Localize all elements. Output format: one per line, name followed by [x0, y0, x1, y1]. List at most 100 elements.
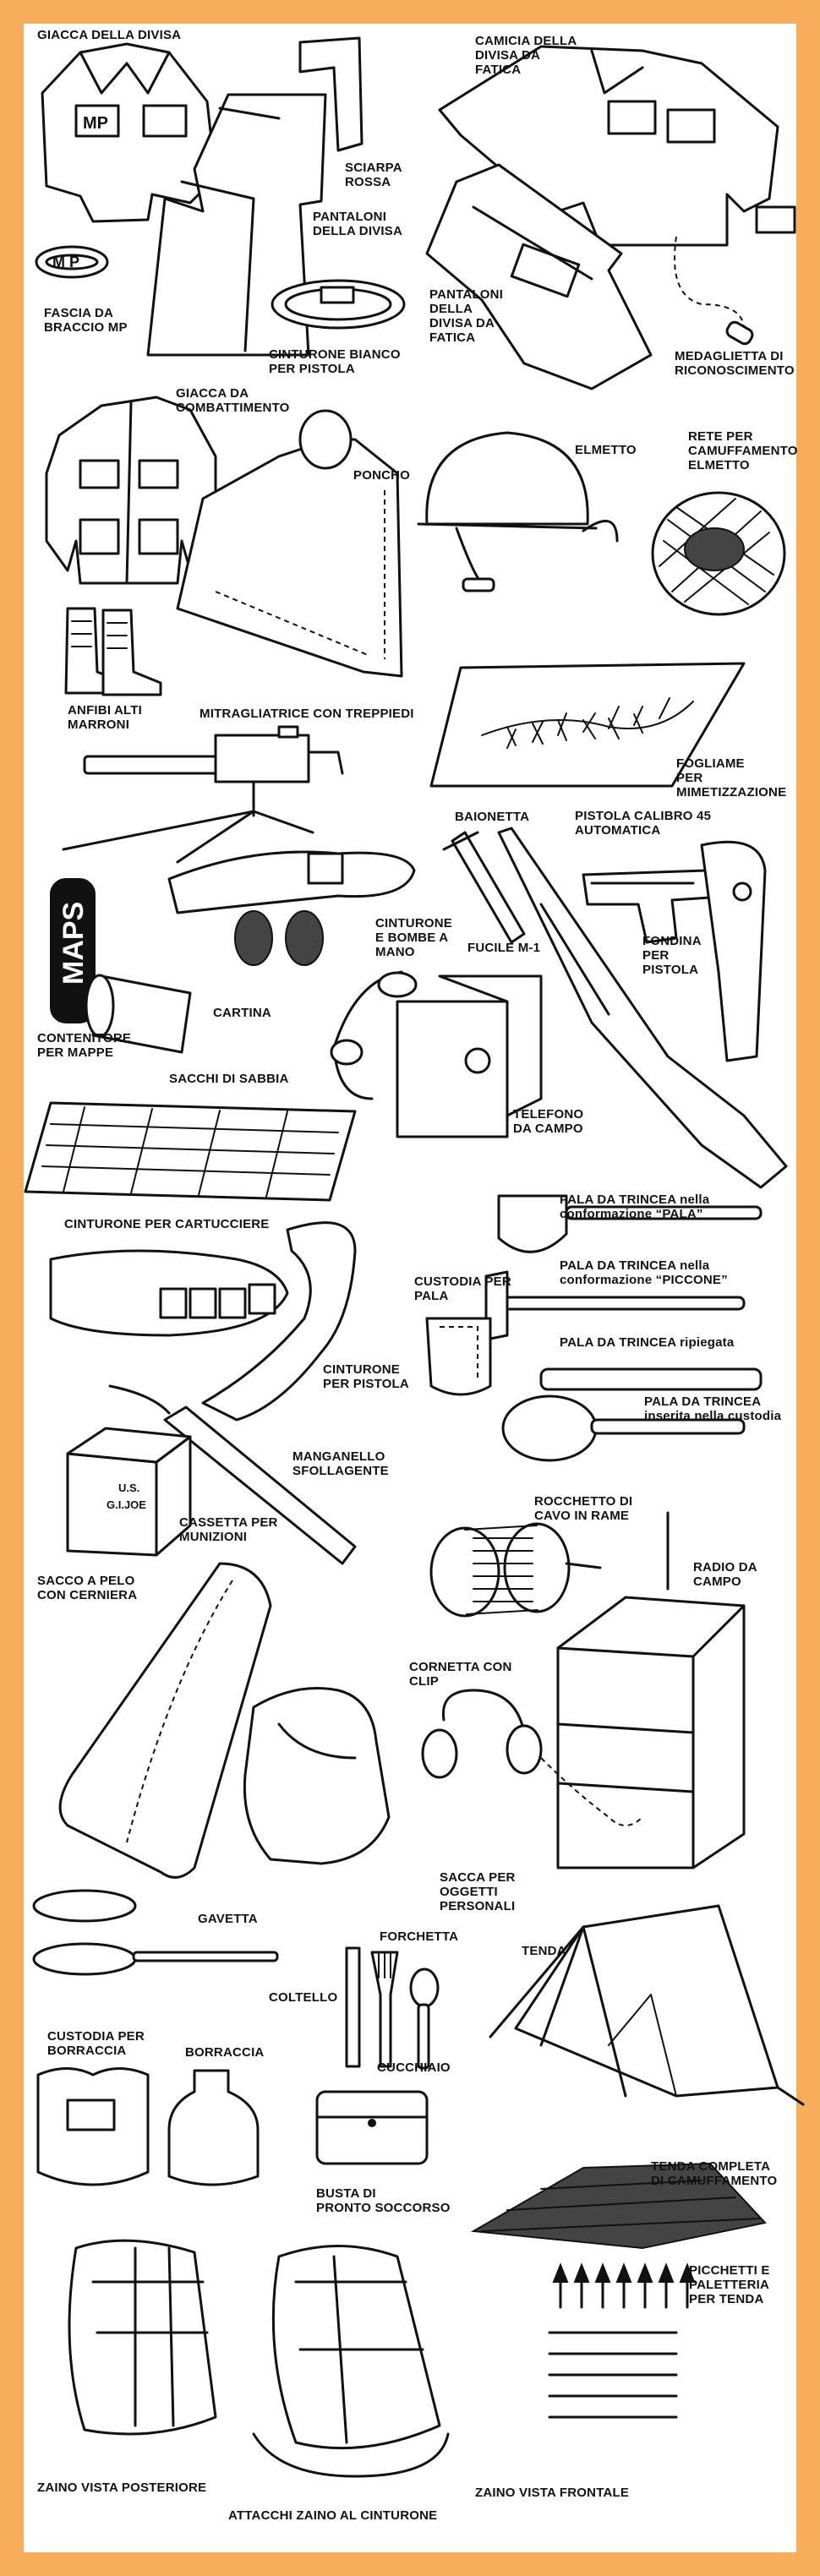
label-custodia-pala: CUSTODIA PER PALA: [414, 1274, 511, 1303]
dog-tag-drawing: [674, 236, 754, 346]
mess-kit-drawing: [32, 1889, 279, 1976]
label-cinturone-pistola: CINTURONE PER PISTOLA: [323, 1362, 409, 1391]
label-forchetta: FORCHETTA: [380, 1929, 459, 1944]
label-rocchetto: ROCCHETTO DI CAVO IN RAME: [534, 1494, 633, 1523]
label-fucile: FUCILE M-1: [467, 941, 541, 955]
shovel-folded-drawing: [539, 1367, 763, 1391]
svg-text:M P: M P: [52, 254, 79, 270]
label-pantaloni-divisa: PANTALONI DELLA DIVISA: [313, 210, 403, 238]
label-mitragliatrice: MITRAGLIATRICE CON TREPPIEDI: [200, 707, 414, 721]
label-baionetta: BAIONETTA: [455, 810, 530, 824]
label-pala-ripiegata: PALA DA TRINCEA ripiegata: [560, 1335, 735, 1350]
tent-drawing: [489, 1904, 805, 2106]
label-attacchi: ATTACCHI ZAINO AL CINTURONE: [228, 2508, 438, 2523]
field-phone-drawing: [330, 970, 543, 1138]
label-elmetto: ELMETTO: [575, 443, 637, 457]
label-pantaloni-fatica: PANTALONI DELLA DIVISA DA FATICA: [429, 287, 504, 345]
backpack-front-drawing: [252, 2245, 450, 2478]
personal-bag-drawing: [243, 1687, 391, 1865]
rolled-map-drawing: [85, 974, 192, 1054]
label-contenitore: CONTENITORE PER MAPPE: [37, 1031, 132, 1060]
label-sacco-pelo: SACCO A PELO CON CERNIERA: [37, 1574, 138, 1602]
label-cucchiaio: CUCCHIAIO: [377, 2060, 451, 2075]
label-sacca: SACCA PER OGGETTI PERSONALI: [440, 1870, 516, 1913]
cartridge-belt-drawing: [49, 1249, 289, 1337]
label-custodia-borraccia: CUSTODIA PER BORRACCIA: [47, 2029, 145, 2058]
fatigue-trousers-drawing: [425, 163, 653, 390]
pistol-belt-drawing: [201, 1221, 357, 1422]
sleeping-bag-drawing: [58, 1562, 272, 1879]
pistol-drawing: [582, 869, 712, 944]
label-zaino-posteriore: ZAINO VISTA POSTERIORE: [37, 2480, 207, 2495]
label-zaino-frontale: ZAINO VISTA FRONTALE: [475, 2486, 630, 2500]
shovel-in-case-drawing: [501, 1394, 746, 1462]
camouflaged-tent-drawing: [470, 2162, 767, 2250]
spoon-drawing: [409, 1967, 440, 2070]
shovel-pick-drawing: [484, 1270, 746, 1341]
svg-text:MAPS: MAPS: [57, 902, 90, 985]
shovel-spade-drawing: [497, 1194, 763, 1253]
label-radio: RADIO DA CAMPO: [693, 1560, 757, 1589]
shovel-cover-drawing: [425, 1317, 492, 1396]
label-fogliame: FOGLIAME PER MIMETIZZAZIONE: [676, 756, 787, 800]
boots-drawing: [64, 607, 162, 696]
label-cinturone-bianco: CINTURONE BIANCO PER PISTOLA: [269, 347, 401, 376]
fatigue-shirt-drawing: [438, 45, 796, 247]
label-fondina: FONDINA PER PISTOLA: [642, 934, 702, 977]
label-borraccia: BORRACCIA: [185, 2045, 265, 2060]
tent-stakes-drawing: [548, 2262, 696, 2419]
label-cornetta: CORNETTA CON CLIP: [409, 1660, 512, 1689]
label-tenda-camuffamento: TENDA COMPLETA DI CAMUFFAMENTO: [651, 2159, 778, 2188]
svg-text:U.S.: U.S.: [118, 1482, 139, 1494]
label-fascia-mp: FASCIA DA BRACCIO MP: [44, 306, 128, 335]
canteen-cover-drawing: [36, 2067, 150, 2186]
canteen-drawing: [167, 2069, 260, 2186]
label-poncho: PONCHO: [353, 468, 411, 483]
first-aid-pouch-drawing: [315, 2090, 429, 2165]
fork-drawing: [370, 1951, 399, 2068]
rifle-drawing: [497, 827, 788, 1189]
foliage-drawing: [429, 662, 746, 788]
label-pistola: PISTOLA CALIBRO 45 AUTOMATICA: [575, 809, 712, 838]
mp-armband-drawing: M P: [35, 245, 109, 279]
field-radio-drawing: [556, 1511, 746, 1869]
label-tenda: TENDA: [522, 1944, 566, 1958]
white-belt-drawing: [271, 279, 406, 330]
label-rete: RETE PER CAMUFFAMENTO ELMETTO: [688, 429, 798, 472]
label-cartina: CARTINA: [213, 1006, 271, 1020]
label-manganello: MANGANELLO SFOLLAGENTE: [292, 1449, 389, 1478]
label-anfibi: ANFIBI ALTI MARRONI: [68, 703, 143, 732]
label-gavetta: GAVETTA: [198, 1912, 258, 1926]
truncheon-drawing: [108, 1384, 357, 1565]
label-pala-custodia: PALA DA TRINCEA inserita nella custodia: [644, 1394, 782, 1423]
label-giacca-combattimento: GIACCA DA COMBATTIMENTO: [176, 386, 290, 415]
uniform-jacket-drawing: MP: [41, 42, 217, 223]
label-pala-pala: PALA DA TRINCEA nella conformazione “PAL…: [560, 1192, 710, 1221]
label-medaglietta: MEDAGLIETTA DI RICONOSCIMENTO: [675, 349, 795, 378]
sandbags-drawing: [24, 1101, 357, 1202]
handset-drawing: [421, 1689, 643, 1826]
cable-reel-drawing: [429, 1522, 602, 1618]
label-cassetta: CASSETTA PER MUNIZIONI: [179, 1515, 278, 1544]
dress-trousers-drawing: [146, 93, 327, 357]
label-picchetti: PICCHETTI E PALETTERIA PER TENDA: [689, 2263, 770, 2306]
bayonet-drawing: [442, 831, 526, 944]
label-cinturone-cartucciere: CINTURONE PER CARTUCCIERE: [64, 1217, 270, 1231]
label-cinturone-bombe: CINTURONE E BOMBE A MANO: [375, 916, 452, 959]
svg-text:MP: MP: [83, 114, 108, 133]
holster-drawing: [700, 840, 767, 1062]
map-case-drawing: MAPS: [50, 878, 96, 1023]
grenade-belt-drawing: [167, 850, 416, 966]
red-scarf-drawing: [298, 36, 364, 152]
label-telefono: TELEFONO DA CAMPO: [513, 1107, 584, 1136]
ammo-box-drawing: U.S. G.I.JOE: [66, 1427, 192, 1557]
knife-drawing: [345, 1946, 361, 2068]
label-coltello: COLTELLO: [269, 1990, 338, 2005]
machine-gun-drawing: [62, 725, 344, 864]
label-giacca-divisa: GIACCA DELLA DIVISA: [37, 28, 182, 42]
label-sciarpa: SCIARPA ROSSA: [345, 161, 402, 189]
svg-text:G.I.JOE: G.I.JOE: [107, 1498, 146, 1511]
combat-jacket-drawing: [45, 396, 217, 585]
label-busta: BUSTA DI PRONTO SOCCORSO: [316, 2186, 451, 2215]
